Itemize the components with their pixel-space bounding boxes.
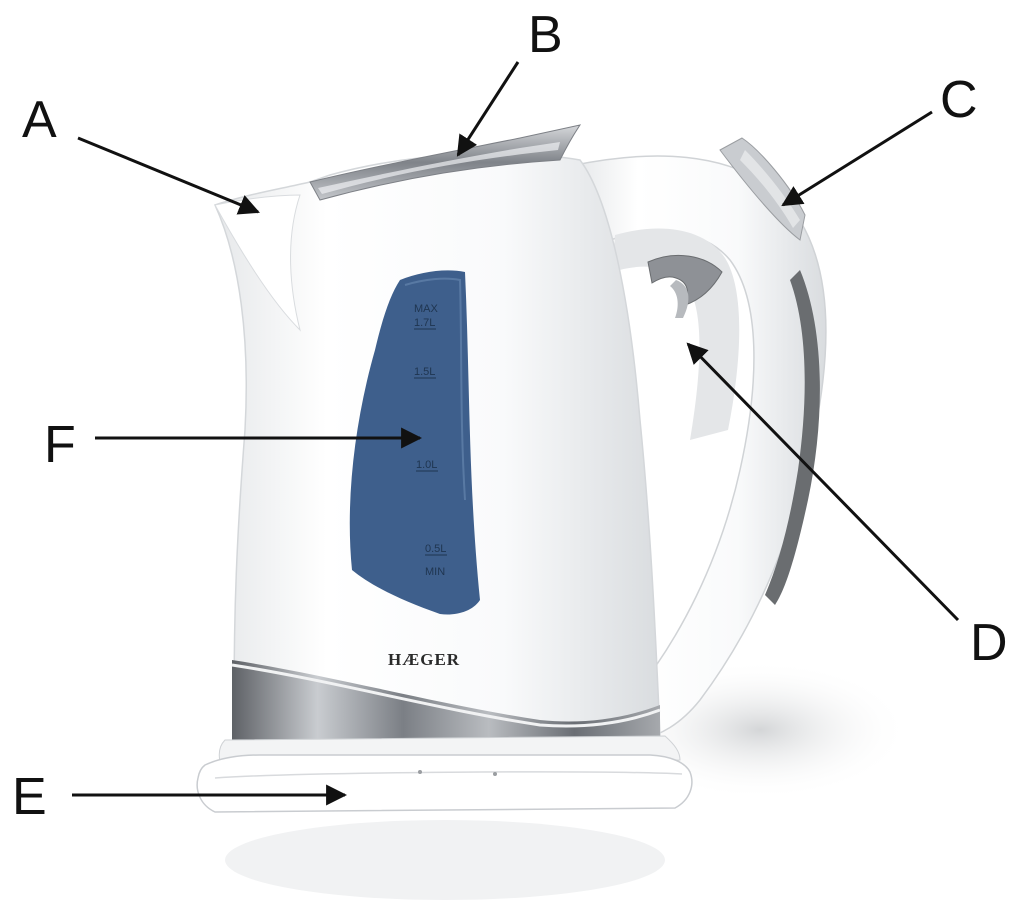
- gauge-scale: MAX 1.7L 1.5L 1.0L 0.5L MIN: [414, 303, 447, 578]
- brand-logo: HÆGER: [388, 650, 460, 669]
- arrow-a: [77, 136, 260, 215]
- gauge-mark-0-5l: 0.5L: [425, 543, 446, 555]
- arrow-c: [781, 110, 933, 207]
- callout-arrows: [72, 61, 960, 806]
- lid: [309, 124, 582, 201]
- gauge-mark-1-7l: 1.7L: [414, 317, 435, 329]
- callout-label-d: D: [970, 614, 1008, 672]
- gauge-mark-min: MIN: [425, 566, 445, 578]
- power-switch: [719, 137, 806, 241]
- gauge-mark-1-0l: 1.0L: [416, 459, 437, 471]
- chrome-base-band: [232, 660, 660, 742]
- callout-labels: A B C D E F: [12, 6, 1008, 826]
- callout-label-f: F: [44, 416, 76, 474]
- arrow-d: [686, 342, 960, 622]
- callout-label-c: C: [940, 71, 978, 129]
- gauge-mark-max: MAX: [414, 303, 439, 315]
- spout: [214, 194, 301, 332]
- gauge-mark-1-5l: 1.5L: [414, 366, 435, 378]
- arrow-b: [456, 61, 520, 157]
- handle-grip-strip: [765, 270, 820, 605]
- power-base: [196, 735, 693, 813]
- callout-label-a: A: [22, 91, 57, 149]
- base-reflection: [225, 820, 665, 900]
- callout-label-b: B: [528, 6, 563, 64]
- callout-label-e: E: [12, 768, 47, 826]
